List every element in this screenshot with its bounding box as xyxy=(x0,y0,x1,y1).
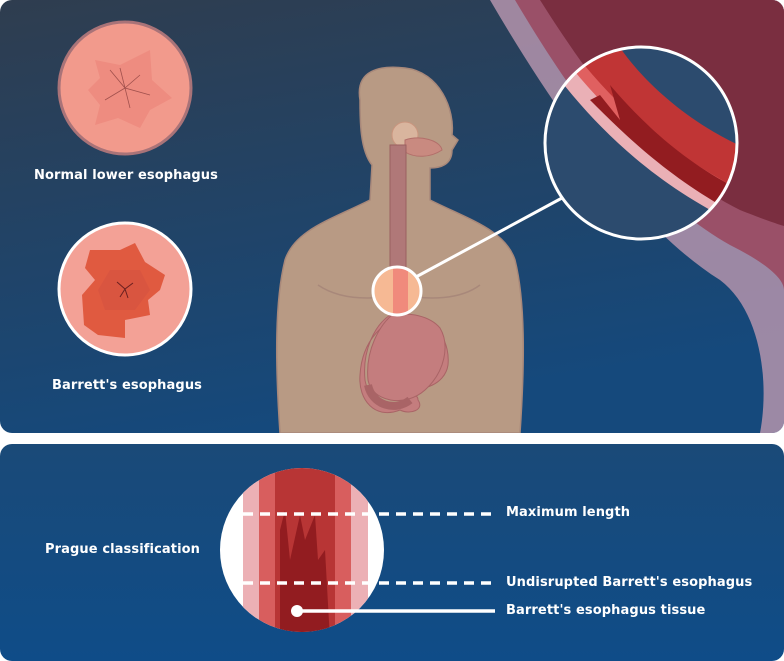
undisrupted-label: Undisrupted Barrett's esophagus xyxy=(506,575,753,590)
normal-esophagus-image xyxy=(57,20,193,156)
magnify-connector xyxy=(413,196,563,280)
prague-classification-title: Prague classification xyxy=(45,542,201,557)
tissue-pointer-dot xyxy=(291,605,303,617)
barretts-esophagus-label: Barrett's esophagus xyxy=(52,378,203,393)
bottom-panel xyxy=(0,444,784,661)
magnified-esophagus xyxy=(543,45,739,241)
barretts-esophagus-image xyxy=(57,221,193,357)
maximum-length-label: Maximum length xyxy=(506,505,631,520)
lower-esophagus-highlight xyxy=(371,265,423,317)
normal-esophagus-label: Normal lower esophagus xyxy=(34,168,218,183)
prague-circle xyxy=(220,468,384,632)
tissue-label: Barrett's esophagus tissue xyxy=(506,603,706,618)
